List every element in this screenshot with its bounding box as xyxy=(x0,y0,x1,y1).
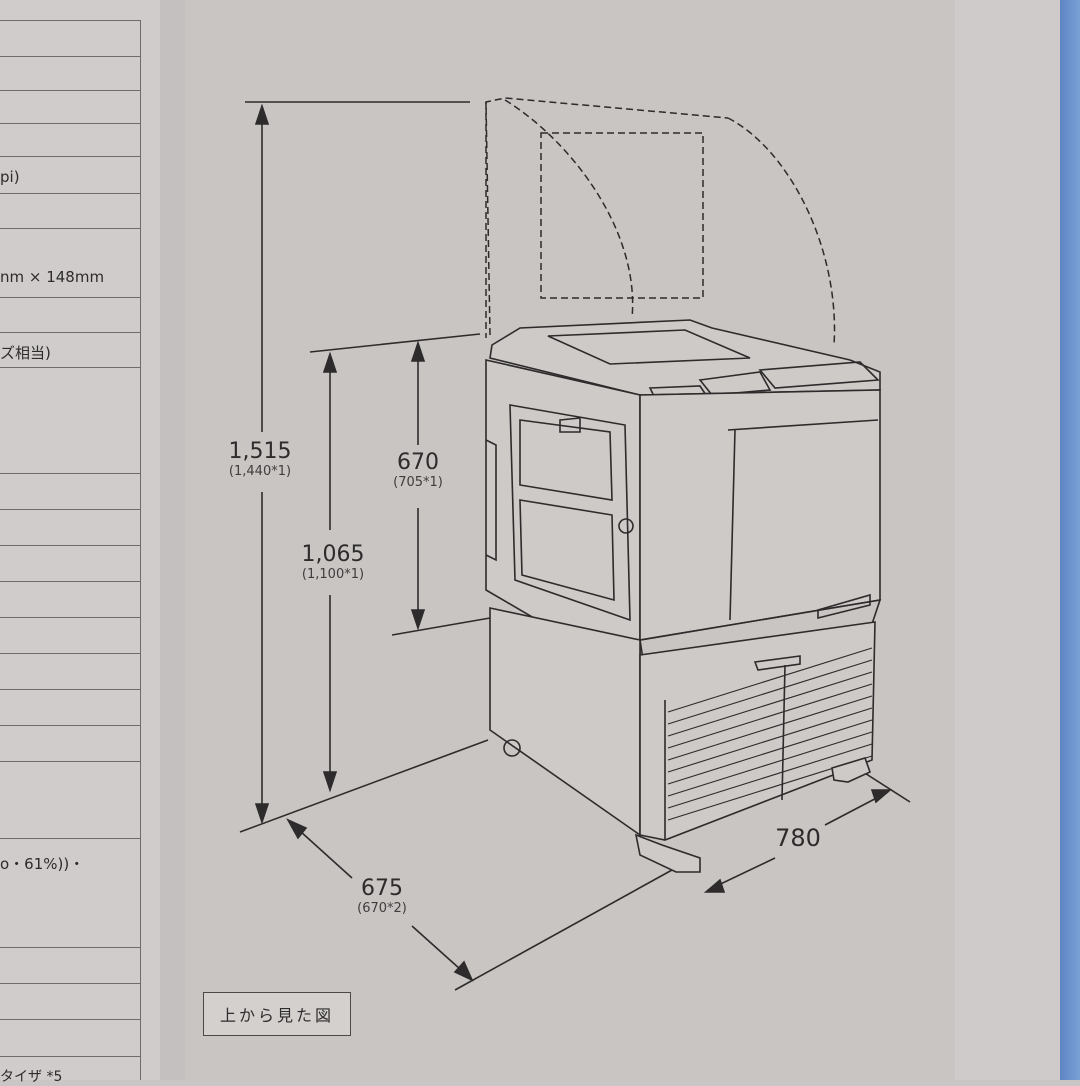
right-margin xyxy=(955,0,1060,1080)
spec-table-row xyxy=(0,1056,140,1081)
spec-table-row xyxy=(0,725,140,762)
spec-table-row xyxy=(0,367,140,474)
spec-table-page xyxy=(0,0,165,1080)
dimension-total-height-value: 1,515 xyxy=(228,439,292,464)
spec-text-ratio: o・61%))・ xyxy=(0,855,85,873)
dimension-stand-height-value: 1,065 xyxy=(301,542,365,567)
dimension-depth: 675 (670*2) xyxy=(332,876,432,917)
top-view-button[interactable]: 上から見た図 xyxy=(203,992,351,1036)
spec-table-row xyxy=(0,228,140,298)
spec-table xyxy=(0,20,141,1080)
dimension-body-height-alt: (705*1) xyxy=(393,475,443,490)
dimension-total-height: 1,515 (1,440*1) xyxy=(210,439,310,480)
dimension-stand-height-alt: (1,100*1) xyxy=(301,567,365,582)
spec-table-row xyxy=(0,473,140,510)
spec-table-row xyxy=(0,838,140,948)
spec-table-row xyxy=(0,156,140,194)
spec-table-row xyxy=(0,509,140,546)
spec-table-row xyxy=(0,653,140,690)
dimension-width: 780 xyxy=(748,826,848,850)
dimension-body-height-value: 670 xyxy=(397,450,439,475)
dimension-stand-height: 1,065 (1,100*1) xyxy=(283,542,383,583)
spec-table-row xyxy=(0,761,140,839)
spec-table-row xyxy=(0,90,140,124)
spec-text-equivalent: ズ相当) xyxy=(0,344,51,362)
spec-table-row xyxy=(0,297,140,333)
dimension-total-height-alt: (1,440*1) xyxy=(228,464,292,479)
spec-table-row xyxy=(0,689,140,726)
spec-table-row xyxy=(0,123,140,157)
spec-table-row xyxy=(0,581,140,618)
spec-table-row xyxy=(0,617,140,654)
spec-text-size: nm × 148mm xyxy=(0,268,105,286)
spec-table-row xyxy=(0,332,140,368)
dimension-body-height: 670 (705*1) xyxy=(368,450,468,491)
spec-table-row xyxy=(0,56,140,91)
spec-table-row xyxy=(0,20,140,57)
spec-table-row xyxy=(0,983,140,1020)
dimension-width-value: 780 xyxy=(775,824,821,852)
spec-table-row xyxy=(0,193,140,229)
spec-text-resolution: pi) xyxy=(0,168,20,186)
dimension-depth-value: 675 xyxy=(361,876,403,901)
spec-table-row xyxy=(0,545,140,582)
blue-page-edge xyxy=(1060,0,1080,1080)
spec-table-row xyxy=(0,1019,140,1057)
spec-table-row xyxy=(0,947,140,984)
dimension-depth-alt: (670*2) xyxy=(357,901,407,916)
